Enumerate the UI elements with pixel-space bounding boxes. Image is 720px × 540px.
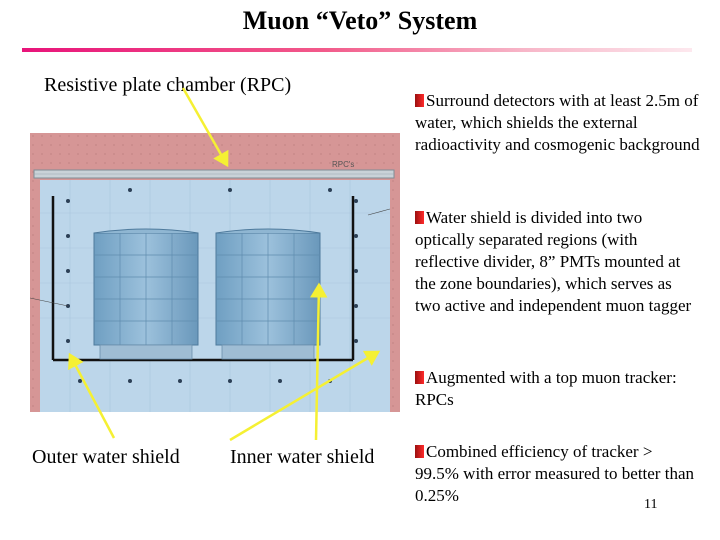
detector-tank-right: [215, 228, 321, 360]
page-number: 11: [644, 497, 658, 512]
rpc-caption: Resistive plate chamber (RPC): [44, 74, 292, 96]
bullet-water-shielding: Surround detectors with at least 2.5m of…: [415, 91, 700, 154]
bullet-efficiency: Combined efficiency of tracker > 99.5% w…: [415, 442, 694, 505]
rpc-arrow: [181, 87, 229, 168]
rpc-figure-label: RPC's: [332, 160, 354, 169]
slide-title: Muon “Veto” System: [242, 6, 478, 35]
title-underline: [22, 48, 692, 52]
detector-diagram-svg: RPC's: [30, 133, 400, 412]
bullet-optical-regions: Water shield is divided into two optical…: [415, 208, 692, 315]
bullet-marker-icon: [415, 445, 424, 458]
inner-shield-arrow-2: [310, 282, 328, 441]
inner-water-shield-caption: Inner water shield: [230, 446, 375, 468]
bullet-marker-icon: [415, 94, 424, 107]
outer-shield-arrow: [68, 352, 116, 439]
detector-tank-left: [93, 228, 199, 360]
bullet-marker-icon: [415, 371, 424, 384]
detector-diagram: RPC's: [30, 133, 400, 412]
inner-shield-arrow-1: [229, 350, 381, 442]
zone-divider: [51, 196, 355, 362]
outer-water-shield-caption: Outer water shield: [32, 446, 180, 468]
bullet-rpc-tracker: Augmented with a top muon tracker: RPCs: [415, 368, 677, 409]
figure-leader-lines: [30, 208, 391, 307]
bullet-marker-icon: [415, 211, 424, 224]
